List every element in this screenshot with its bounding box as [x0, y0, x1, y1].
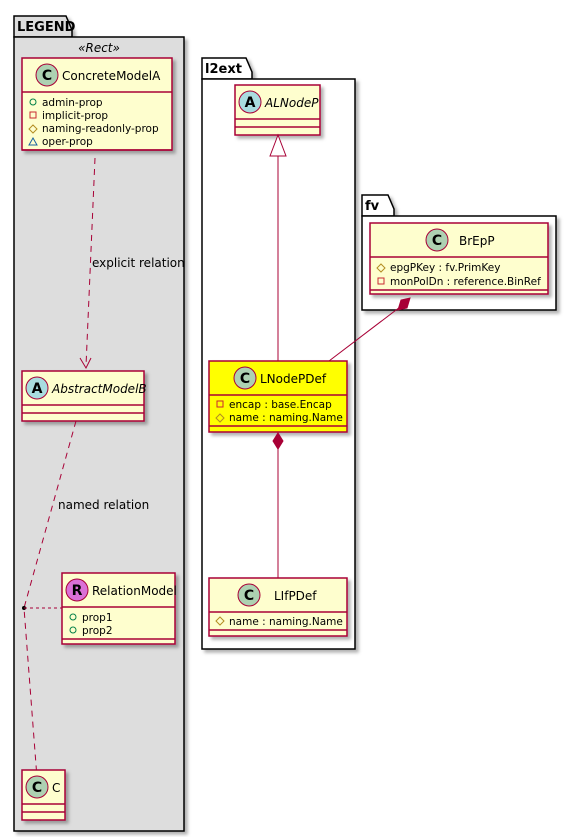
attribute: monPolDn : reference.BinRef	[390, 276, 541, 288]
class-relation-model[interactable]: R RelationModel prop1 prop2	[61, 572, 177, 645]
edge-inheritance	[269, 133, 287, 361]
composition-diamond-icon	[397, 297, 411, 311]
edge-composition-br-ep-p	[328, 297, 411, 362]
public-visibility-icon	[69, 626, 77, 634]
class-glyph: C	[32, 780, 42, 796]
edge-composition-child	[272, 432, 284, 578]
attribute: encap : base.Encap	[229, 399, 332, 411]
public-visibility-icon	[29, 98, 37, 106]
class-name: RelationModel	[92, 584, 177, 598]
class-glyph: C	[42, 68, 52, 84]
class-glyph: C	[240, 371, 250, 387]
package-legend: LEGEND «Rect»	[13, 15, 185, 832]
protected-visibility-icon	[215, 413, 225, 423]
attribute: name : naming.Name	[229, 616, 343, 628]
class-glyph: C	[432, 233, 442, 249]
attribute: naming-readonly-prop	[42, 123, 159, 135]
attribute: oper-prop	[42, 136, 93, 148]
class-name: AbstractModelB	[51, 382, 147, 396]
class-l-node-p-def[interactable]: C LNodePDef encap : base.Encap name : na…	[208, 360, 348, 433]
class-circle-icon	[425, 228, 449, 252]
private-visibility-icon	[29, 111, 37, 119]
package-title-l2ext: l2ext	[205, 62, 242, 77]
attribute: admin-prop	[42, 97, 103, 109]
class-glyph: A	[245, 95, 256, 111]
package-title-fv: fv	[365, 199, 380, 214]
class-name: BrEpP	[459, 234, 495, 248]
class-glyph: R	[72, 583, 83, 599]
edge-label: explicit relation	[92, 256, 185, 270]
attribute: epgPKey : fv.PrimKey	[390, 262, 500, 274]
attribute: name : naming.Name	[229, 412, 343, 424]
class-name: ConcreteModelA	[62, 69, 161, 83]
class-name: LIfPDef	[274, 589, 317, 603]
class-abstract-model-b[interactable]: A AbstractModelB	[21, 370, 147, 422]
class-glyph: A	[32, 381, 43, 397]
class-circle-icon	[237, 583, 261, 607]
inheritance-arrow-icon	[269, 133, 287, 157]
class-circle-icon	[25, 775, 49, 799]
attribute: prop1	[82, 612, 113, 624]
class-al-node-p[interactable]: A ALNodeP	[234, 84, 321, 136]
composition-diamond-icon	[272, 432, 284, 450]
class-l-if-p-def[interactable]: C LIfPDef name : naming.Name	[208, 577, 348, 637]
abstract-class-circle-icon	[25, 376, 49, 400]
class-name: LNodePDef	[260, 372, 327, 386]
edge-label: named relation	[58, 498, 149, 512]
protected-visibility-icon	[215, 616, 225, 626]
abstract-class-circle-icon	[238, 90, 262, 114]
package-title-legend: LEGEND	[17, 20, 76, 35]
class-concrete-model-a[interactable]: C ConcreteModelA admin-prop implicit-pro…	[21, 57, 173, 151]
private-visibility-icon	[216, 400, 224, 408]
class-c[interactable]: C C	[21, 769, 66, 821]
class-circle-icon	[35, 63, 59, 87]
class-circle-icon	[233, 366, 257, 390]
edge-explicit-relation: explicit relation	[79, 157, 185, 370]
attribute: prop2	[82, 625, 113, 637]
class-glyph: C	[244, 588, 254, 604]
package-visibility-icon	[28, 136, 38, 146]
protected-visibility-icon	[376, 263, 386, 273]
attribute: implicit-prop	[42, 110, 108, 122]
relation-circle-icon	[65, 578, 89, 602]
private-visibility-icon	[377, 277, 385, 285]
package-stereotype: «Rect»	[78, 41, 120, 55]
class-name: ALNodeP	[264, 96, 319, 110]
protected-visibility-icon	[28, 124, 38, 134]
public-visibility-icon	[69, 613, 77, 621]
class-br-ep-p[interactable]: C BrEpP epgPKey : fv.PrimKey monPolDn : …	[369, 222, 549, 295]
class-name: C	[52, 781, 60, 795]
